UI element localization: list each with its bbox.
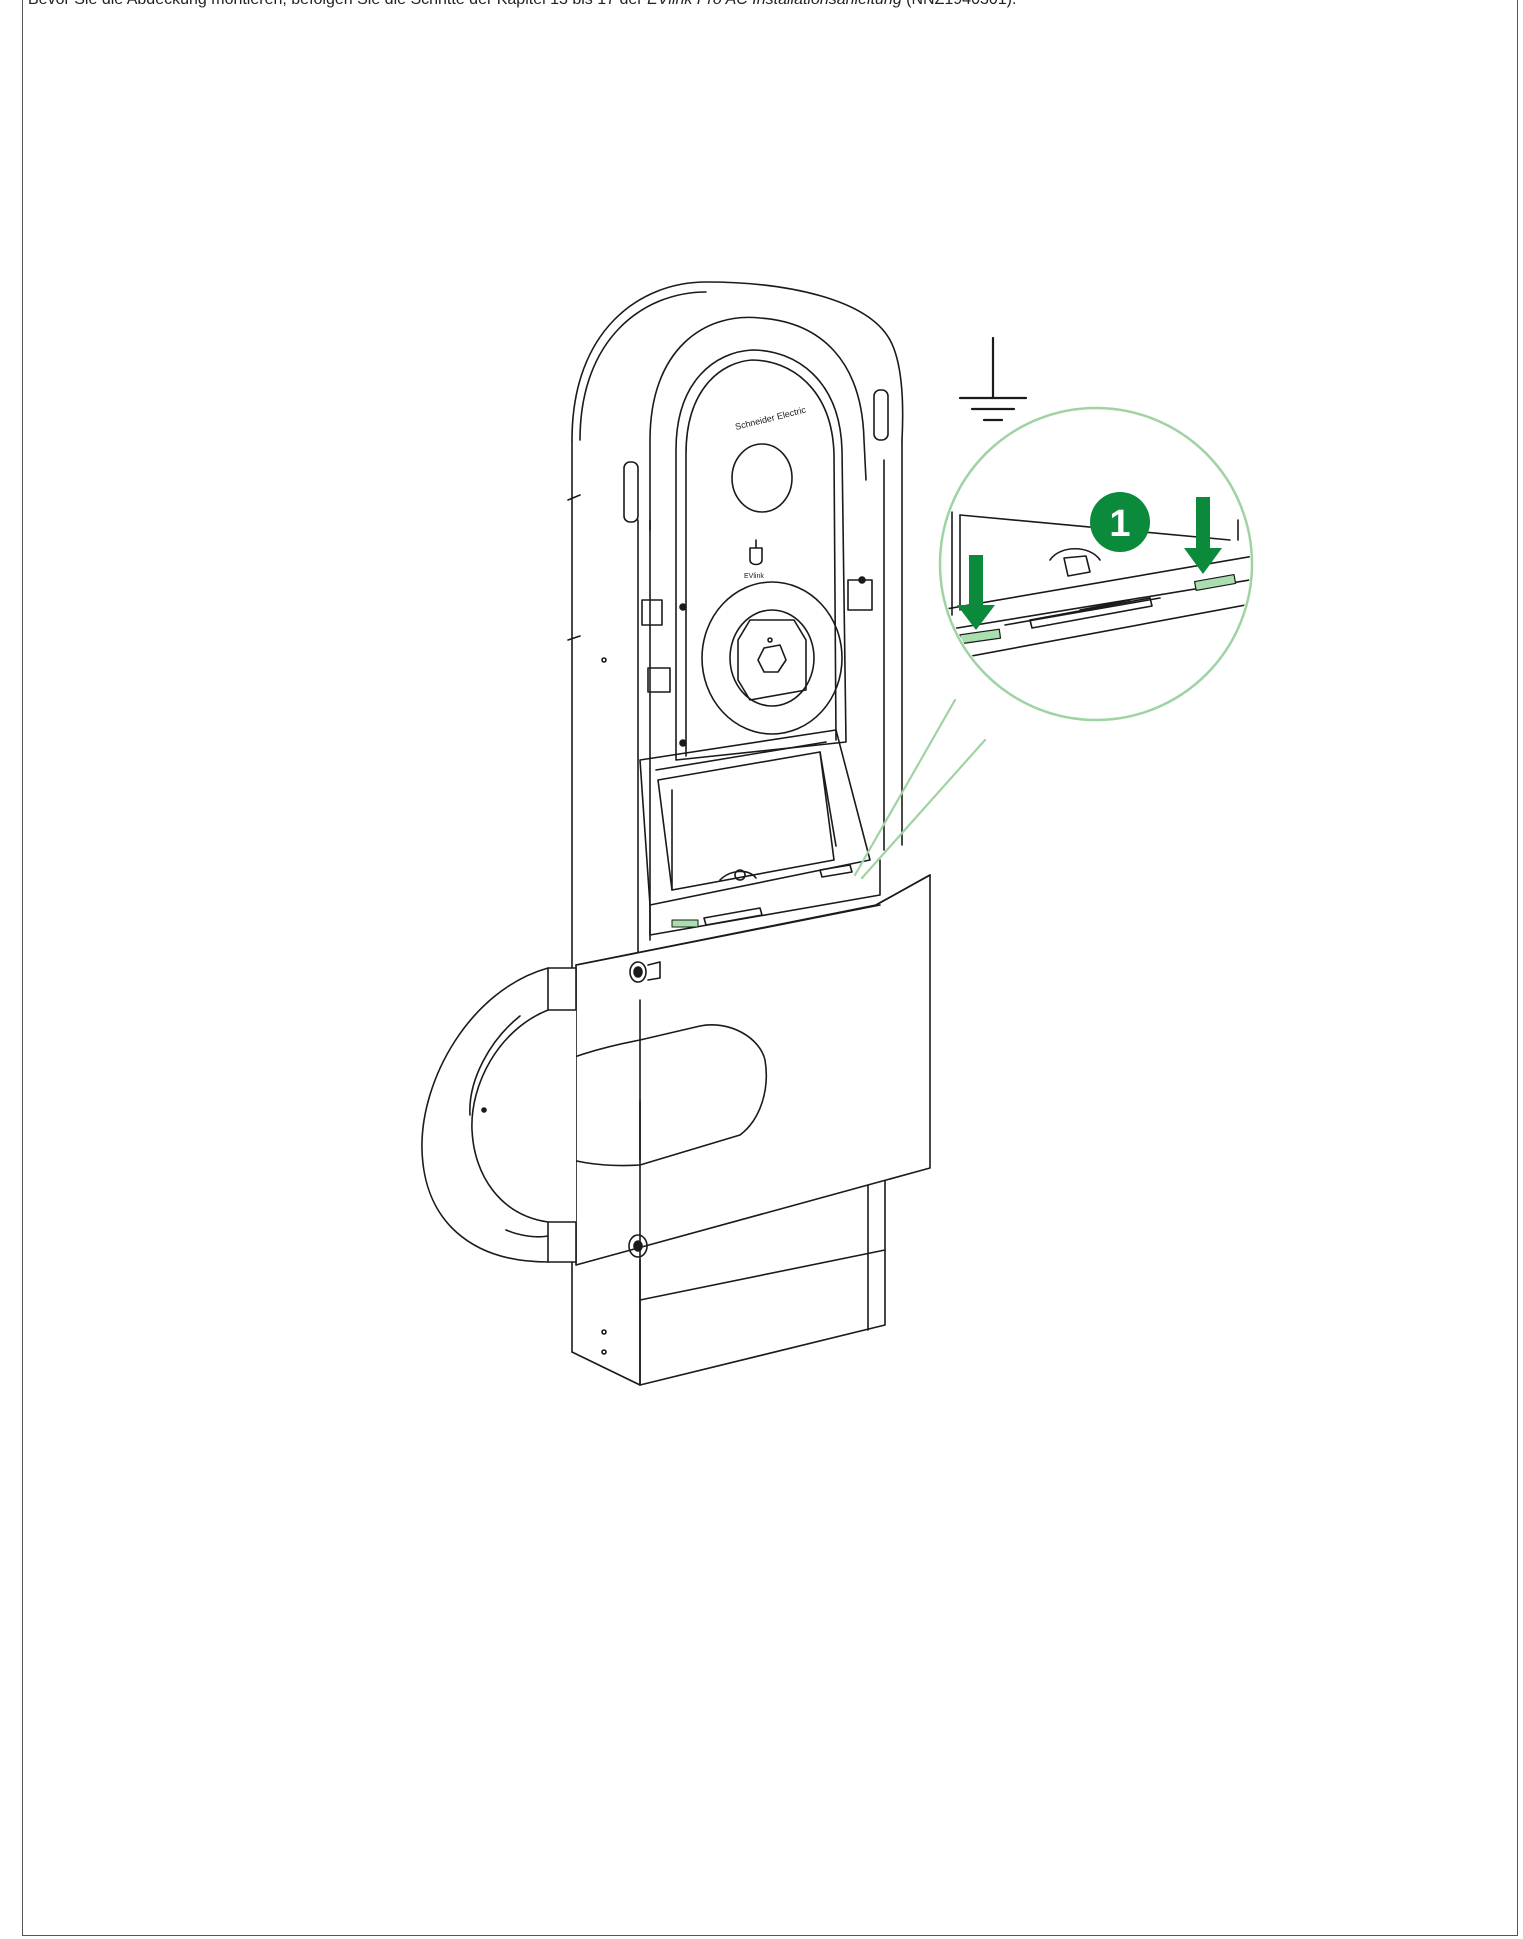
ev-plug-icon: EVlink (744, 539, 764, 580)
intro-line: Bevor Sie die Abdeckung montieren, befol… (28, 0, 1016, 9)
pedestal-column (567, 281, 904, 1386)
page-frame (22, 0, 1518, 1936)
electrical-compartment (639, 729, 881, 936)
product-logo: EVlink (744, 573, 764, 580)
arrow-down-icon (957, 497, 1222, 630)
manual-title: EVlink Pro AC Installationsanleitung (647, 0, 902, 8)
intro-after: (NNZ1940301). (902, 0, 1016, 8)
detail-magnifier: 1 (853, 406, 1254, 880)
charger-body: Schneider Electric EVlink (641, 316, 873, 761)
cover-screw-bottom (628, 1234, 648, 1258)
intro-text: Bevor Sie die Abdeckung montieren, befol… (28, 0, 1508, 24)
brand-logo: Schneider Electric (734, 405, 807, 432)
charging-socket (701, 581, 843, 735)
status-lens (731, 443, 793, 513)
ground-symbol-icon (958, 336, 1028, 422)
callout-number-badge: 1 (1090, 492, 1150, 552)
cover-screw-top (629, 961, 661, 983)
base-housing (639, 1179, 886, 1386)
cable-holder-arc (421, 967, 577, 1263)
intro-before: Bevor Sie die Abdeckung montieren, befol… (28, 0, 647, 8)
callout-number: 1 (1109, 503, 1130, 545)
